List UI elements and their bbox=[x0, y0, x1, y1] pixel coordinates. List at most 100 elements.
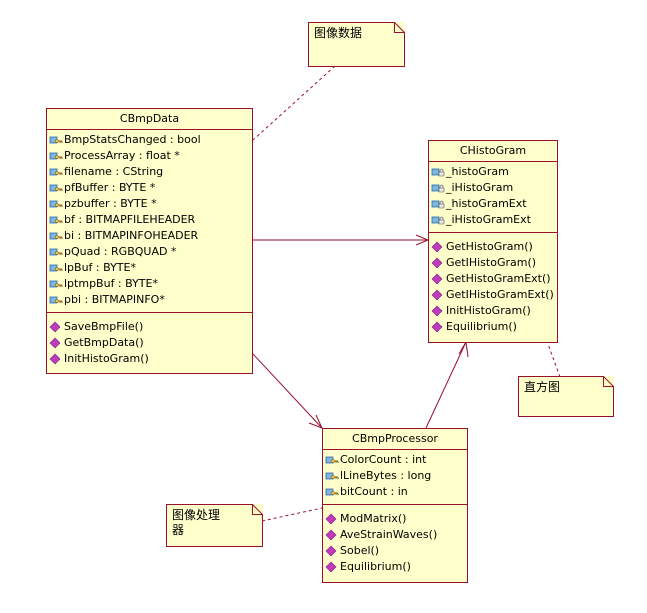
public-operation-icon bbox=[325, 513, 337, 525]
class-chistogram[interactable]: CHistoGram _histoGram _iHistoGram _histoGr… bbox=[428, 140, 558, 343]
attribute-row-label: pQuad : RGBQUAD * bbox=[64, 245, 177, 258]
note-image-processing: 图像处理 器 bbox=[166, 504, 263, 547]
note-image-data: 图像数据 bbox=[308, 22, 405, 67]
operation-row[interactable]: GetIHistoGram() bbox=[429, 255, 557, 271]
protected-attribute-icon bbox=[49, 264, 63, 272]
operation-compartment: GetHistoGram() GetIHistoGram()GetHistoGra… bbox=[429, 233, 557, 337]
attribute-row[interactable]: bf : BITMAPFILEHEADER bbox=[47, 212, 252, 228]
attribute-row[interactable]: bitCount : in bbox=[323, 484, 467, 500]
operation-row-label: Equilibrium() bbox=[340, 560, 411, 573]
attribute-row-label: pzbuffer : BYTE * bbox=[64, 197, 157, 210]
protected-attribute-icon bbox=[49, 232, 63, 240]
note-histogram: 直方图 bbox=[518, 376, 614, 417]
operation-row[interactable]: SaveBmpFile() bbox=[47, 319, 252, 335]
public-operation-icon bbox=[325, 529, 337, 541]
attribute-row[interactable]: lLineBytes : long bbox=[323, 468, 467, 484]
private-attribute-icon bbox=[431, 216, 445, 225]
attribute-row[interactable]: lpBuf : BYTE* bbox=[47, 260, 252, 276]
attribute-row[interactable]: _iHistoGram bbox=[429, 180, 557, 196]
operation-row[interactable]: GetIHistoGramExt() bbox=[429, 287, 557, 303]
private-attribute-icon bbox=[431, 200, 445, 209]
protected-attribute-icon bbox=[49, 280, 63, 288]
operation-row[interactable]: GetHistoGramExt() bbox=[429, 271, 557, 287]
operation-row-label: GetBmpData() bbox=[64, 336, 144, 349]
operation-row[interactable]: Sobel() bbox=[323, 543, 467, 559]
attribute-row-label: filename : CString bbox=[64, 165, 164, 178]
protected-attribute-icon bbox=[49, 200, 63, 208]
attribute-row-label: _histoGram bbox=[446, 165, 509, 178]
note-text: 直方图 bbox=[524, 380, 561, 394]
attribute-row[interactable]: pfBuffer : BYTE * bbox=[47, 180, 252, 196]
operation-row-label: GetHistoGram() bbox=[446, 240, 533, 253]
note-text: 图像数据 bbox=[314, 26, 363, 40]
operation-row[interactable]: Equilibrium() bbox=[429, 319, 557, 335]
attribute-row[interactable]: filename : CString bbox=[47, 164, 252, 180]
attribute-row-label: _iHistoGramExt bbox=[446, 213, 531, 226]
attribute-row-label: pfBuffer : BYTE * bbox=[64, 181, 156, 194]
public-operation-icon bbox=[49, 353, 61, 365]
attribute-row[interactable]: lptmpBuf : BYTE* bbox=[47, 276, 252, 292]
attribute-row[interactable]: bi : BITMAPINFOHEADER bbox=[47, 228, 252, 244]
attribute-row[interactable]: _histoGram bbox=[429, 164, 557, 180]
attribute-row-label: BmpStatsChanged : bool bbox=[64, 133, 201, 146]
operation-row-label: ModMatrix() bbox=[340, 512, 407, 525]
operation-row[interactable]: GetHistoGram() bbox=[429, 239, 557, 255]
attribute-row[interactable]: pQuad : RGBQUAD * bbox=[47, 244, 252, 260]
class-name: CBmpProcessor bbox=[323, 429, 467, 450]
public-operation-icon bbox=[49, 337, 61, 349]
operation-row[interactable]: InitHistoGram() bbox=[47, 351, 252, 367]
protected-attribute-icon bbox=[49, 248, 63, 256]
operation-row-label: Sobel() bbox=[340, 544, 380, 557]
operation-row-label: GetHistoGramExt() bbox=[446, 272, 551, 285]
protected-attribute-icon bbox=[325, 488, 339, 496]
public-operation-icon bbox=[431, 305, 443, 317]
class-cbmpprocessor[interactable]: CBmpProcessor ColorCount : int lLineBytes… bbox=[322, 428, 468, 583]
attribute-row[interactable]: ColorCount : int bbox=[323, 452, 467, 468]
public-operation-icon bbox=[431, 257, 443, 269]
operation-row[interactable]: GetBmpData() bbox=[47, 335, 252, 351]
association-cbmpdata-to-chistogram bbox=[253, 234, 430, 246]
attribute-row[interactable]: _histoGramExt bbox=[429, 196, 557, 212]
public-operation-icon bbox=[431, 321, 443, 333]
class-name: CHistoGram bbox=[429, 141, 557, 162]
public-operation-icon bbox=[325, 545, 337, 557]
protected-attribute-icon bbox=[325, 472, 339, 480]
operation-row[interactable]: ModMatrix() bbox=[323, 511, 467, 527]
association-cbmpdata-to-cbmpprocessor bbox=[252, 353, 323, 429]
operation-row-label: InitHistoGram() bbox=[446, 304, 531, 317]
attribute-row-label: pbi : BITMAPINFO* bbox=[64, 293, 165, 306]
attribute-row[interactable]: pzbuffer : BYTE * bbox=[47, 196, 252, 212]
note-text: 图像处理 器 bbox=[172, 508, 221, 537]
operation-row-label: AveStrainWaves() bbox=[340, 528, 438, 541]
operation-row[interactable]: AveStrainWaves() bbox=[323, 527, 467, 543]
operation-row[interactable]: Equilibrium() bbox=[323, 559, 467, 575]
attribute-row-label: _iHistoGram bbox=[446, 181, 514, 194]
attribute-row[interactable]: pbi : BITMAPINFO* bbox=[47, 292, 252, 308]
operation-compartment: SaveBmpFile()GetBmpData() InitHistoGram() bbox=[47, 313, 252, 369]
note-anchor-image-processing bbox=[261, 507, 323, 522]
public-operation-icon bbox=[325, 561, 337, 573]
attribute-row-label: ColorCount : int bbox=[340, 453, 427, 466]
private-attribute-icon bbox=[431, 184, 445, 193]
attribute-row-label: ProcessArray : float * bbox=[64, 149, 180, 162]
attribute-row[interactable]: ProcessArray : float * bbox=[47, 148, 252, 164]
attribute-row[interactable]: BmpStatsChanged : bool bbox=[47, 132, 252, 148]
operation-row-label: InitHistoGram() bbox=[64, 352, 149, 365]
attribute-row[interactable]: _iHistoGramExt bbox=[429, 212, 557, 228]
note-anchor-image-data bbox=[252, 65, 336, 141]
protected-attribute-icon bbox=[49, 168, 63, 176]
public-operation-icon bbox=[431, 289, 443, 301]
public-operation-icon bbox=[431, 273, 443, 285]
attribute-row-label: _histoGramExt bbox=[446, 197, 527, 210]
protected-attribute-icon bbox=[49, 152, 63, 160]
private-attribute-icon bbox=[431, 168, 445, 177]
protected-attribute-icon bbox=[49, 296, 63, 304]
operation-row[interactable]: InitHistoGram() bbox=[429, 303, 557, 319]
attribute-row-label: lLineBytes : long bbox=[340, 469, 432, 482]
attribute-row-label: bitCount : in bbox=[340, 485, 408, 498]
protected-attribute-icon bbox=[49, 136, 63, 144]
